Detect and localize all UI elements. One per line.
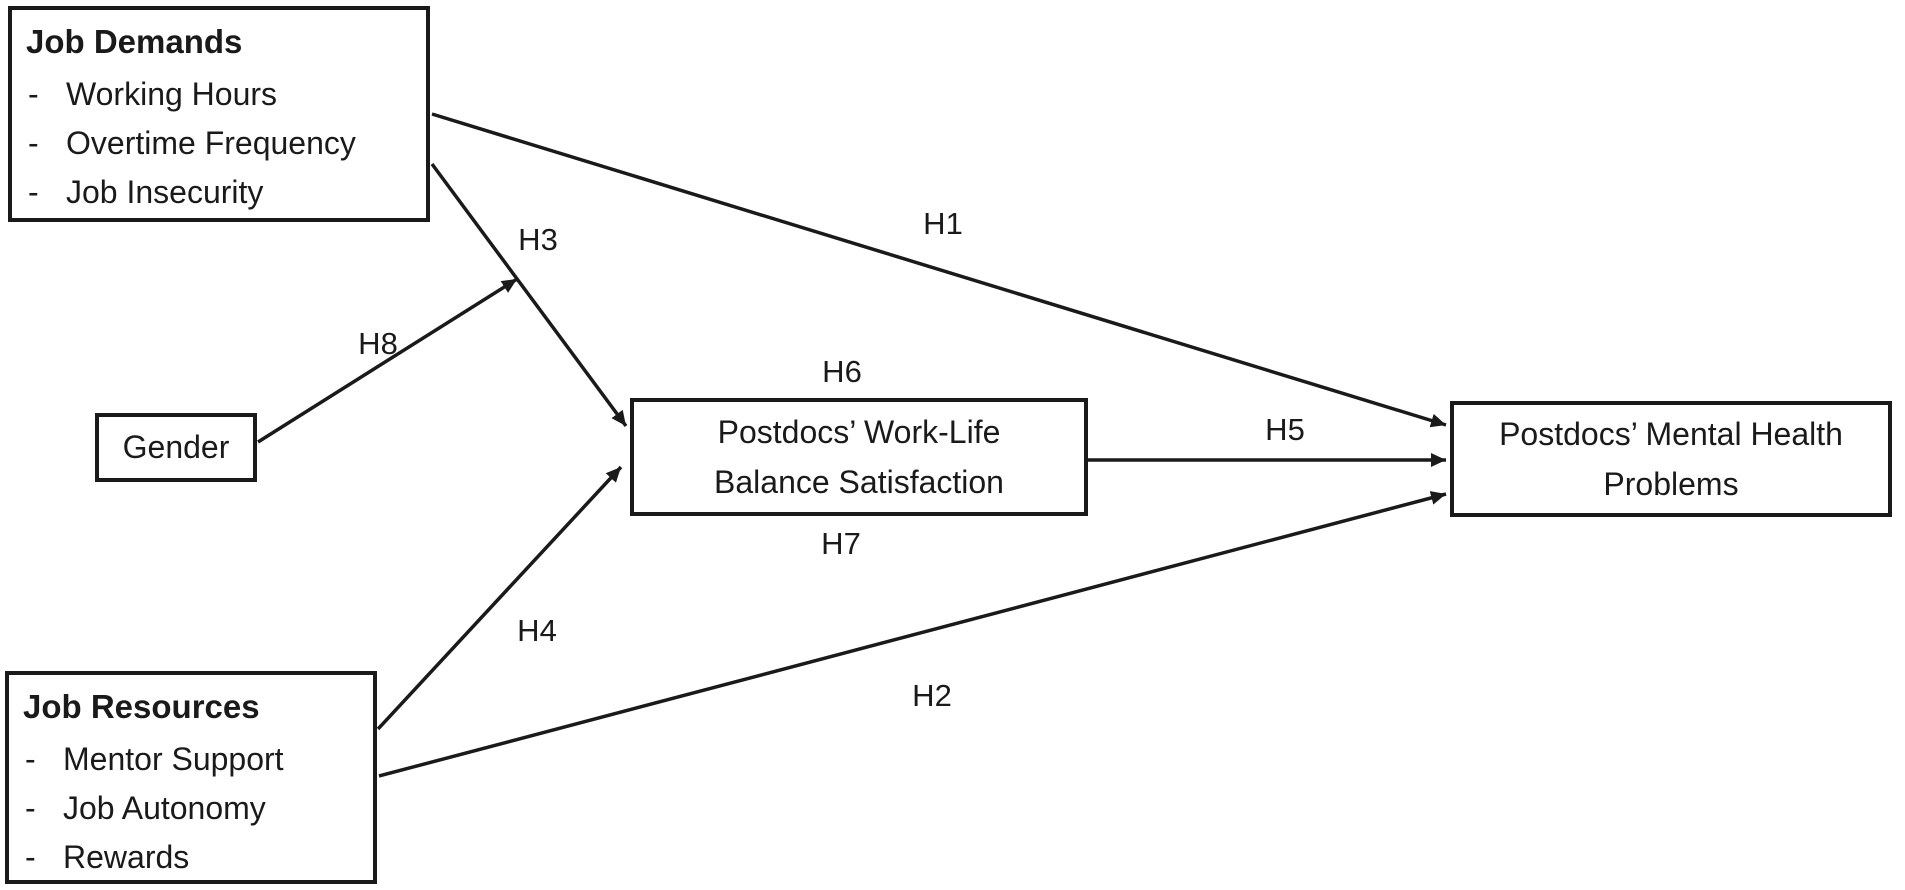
dash-bullet: - [25,741,36,777]
edge-h8-arrow [257,277,518,444]
node-work-life-balance-line1: Postdocs’ Work-Life [717,414,1001,450]
dash-bullet: - [28,76,39,112]
edge-label-h3: H3 [518,222,558,257]
edge-h2-arrow [378,491,1447,778]
edge-label-h5: H5 [1265,412,1305,447]
node-gender: Gender [95,413,257,482]
node-job-demands: Job Demands - Working Hours - Overtime F… [8,6,430,222]
list-item-label: Job Autonomy [63,790,266,826]
edge-label-h6: H6 [822,354,862,389]
list-item: - Overtime Frequency [12,119,426,168]
list-item: - Job Insecurity [12,168,426,217]
edge-label-h2: H2 [912,678,952,713]
edge-label-h4: H4 [517,613,557,648]
edge-h1-arrow [431,112,1447,428]
node-gender-title: Gender [122,429,230,465]
list-item: - Working Hours [12,70,426,119]
list-item: - Job Autonomy [9,784,373,833]
edge-h3-arrow [430,162,628,428]
edge-label-h8: H8 [358,326,398,361]
node-job-resources: Job Resources - Mentor Support - Job Aut… [5,671,377,884]
node-job-demands-title: Job Demands [26,23,243,60]
edge-label-h7: H7 [821,526,861,561]
list-item-label: Working Hours [66,76,278,112]
list-item-label: Rewards [63,839,190,875]
list-item-label: Job Insecurity [66,174,264,210]
list-item-label: Mentor Support [63,741,284,777]
list-item: - Rewards [9,833,373,882]
node-job-resources-title: Job Resources [23,688,260,725]
list-item-label: Overtime Frequency [66,125,356,161]
dash-bullet: - [25,839,36,875]
node-work-life-balance-line2: Balance Satisfaction [714,464,1004,500]
dash-bullet: - [28,125,39,161]
edge-label-h1: H1 [923,206,963,241]
node-work-life-balance: Postdocs’ Work-Life Balance Satisfaction [630,398,1088,516]
dash-bullet: - [28,174,39,210]
edge-h4-arrow [376,465,623,731]
node-mental-health-line1: Postdocs’ Mental Health [1499,416,1843,452]
dash-bullet: - [25,790,36,826]
node-mental-health-line2: Problems [1603,466,1739,502]
node-mental-health: Postdocs’ Mental Health Problems [1450,401,1892,517]
list-item: - Mentor Support [9,735,373,784]
